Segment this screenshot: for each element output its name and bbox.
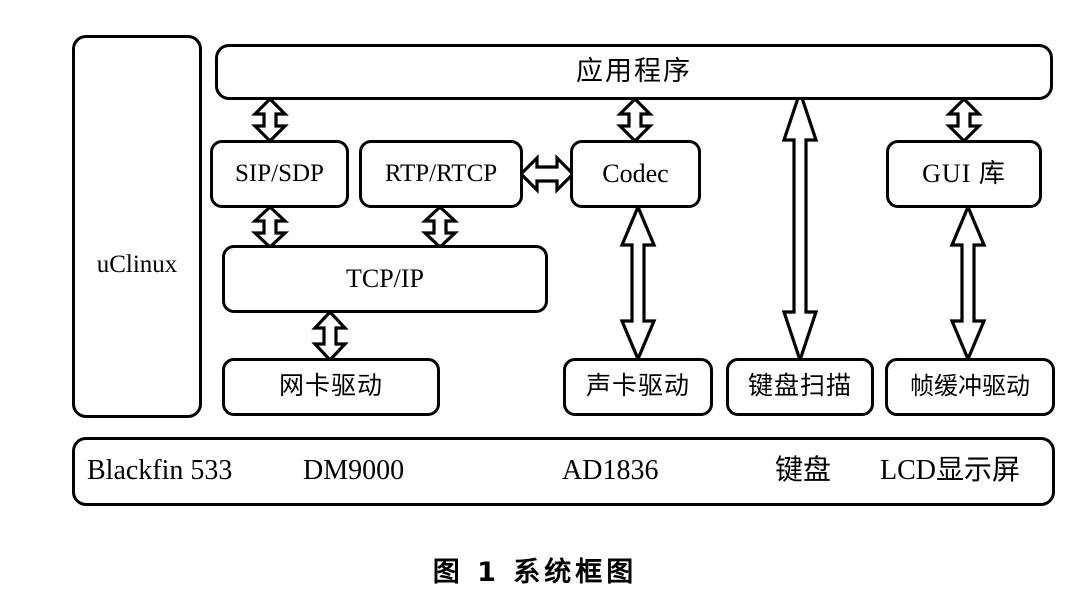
arrow-application-to-keyboard-scan (780, 86, 820, 366)
hardware-item-audio: AD1836 (562, 455, 659, 487)
hardware-item-ethernet: DM9000 (303, 455, 405, 487)
keyboard-scan-block: 键盘扫描 (726, 358, 874, 416)
nic-driver-label: 网卡驱动 (278, 373, 383, 401)
arrow-gui-library-to-framebuffer-driver (948, 202, 988, 364)
sound-driver-label: 声卡驱动 (585, 373, 690, 401)
hardware-item-keyboard: 键盘 (775, 455, 832, 487)
framebuffer-driver-block: 帧缓冲驱动 (885, 358, 1055, 416)
gui-library-block: GUI 库 (886, 140, 1042, 208)
codec-label: Codec (602, 158, 669, 188)
hardware-item-row: Blackfin 533 DM9000 AD1836 键盘 LCD显示屏 (75, 440, 1052, 503)
application-label: 应用程序 (576, 56, 692, 87)
arrow-sip-sdp-to-tcpip (250, 204, 290, 250)
sip-sdp-block: SIP/SDP (210, 140, 349, 208)
tcpip-block: TCP/IP (222, 245, 548, 313)
codec-block: Codec (570, 140, 701, 208)
uclinux-label: uClinux (96, 251, 178, 278)
nic-driver-block: 网卡驱动 (222, 358, 440, 416)
gui-library-label: GUI 库 (922, 158, 1006, 188)
rtp-rtcp-block: RTP/RTCP (359, 140, 523, 208)
application-block: 应用程序 (215, 44, 1053, 100)
uclinux-block: uClinux (72, 35, 202, 418)
arrow-codec-to-sound-driver (618, 202, 658, 364)
arrow-application-to-gui-library (945, 96, 983, 144)
framebuffer-driver-label: 帧缓冲驱动 (910, 373, 1030, 400)
hardware-item-display: LCD显示屏 (880, 455, 1021, 487)
arrow-rtp-rtcp-to-tcpip (420, 204, 460, 250)
keyboard-scan-label: 键盘扫描 (747, 373, 852, 401)
tcpip-label: TCP/IP (345, 263, 425, 293)
hardware-item-cpu: Blackfin 533 (87, 455, 233, 487)
arrow-rtp-rtcp-to-codec (518, 152, 576, 196)
figure-caption: 图 1 系统框图 (432, 557, 638, 588)
hardware-block: Blackfin 533 DM9000 AD1836 键盘 LCD显示屏 (72, 437, 1055, 506)
arrow-tcpip-to-nic-driver (311, 309, 349, 363)
sound-driver-block: 声卡驱动 (563, 358, 713, 416)
rtp-rtcp-label: RTP/RTCP (384, 160, 498, 188)
sip-sdp-label: SIP/SDP (235, 160, 324, 188)
arrow-application-to-sip-sdp (251, 96, 289, 144)
arrow-application-to-codec (616, 96, 654, 144)
